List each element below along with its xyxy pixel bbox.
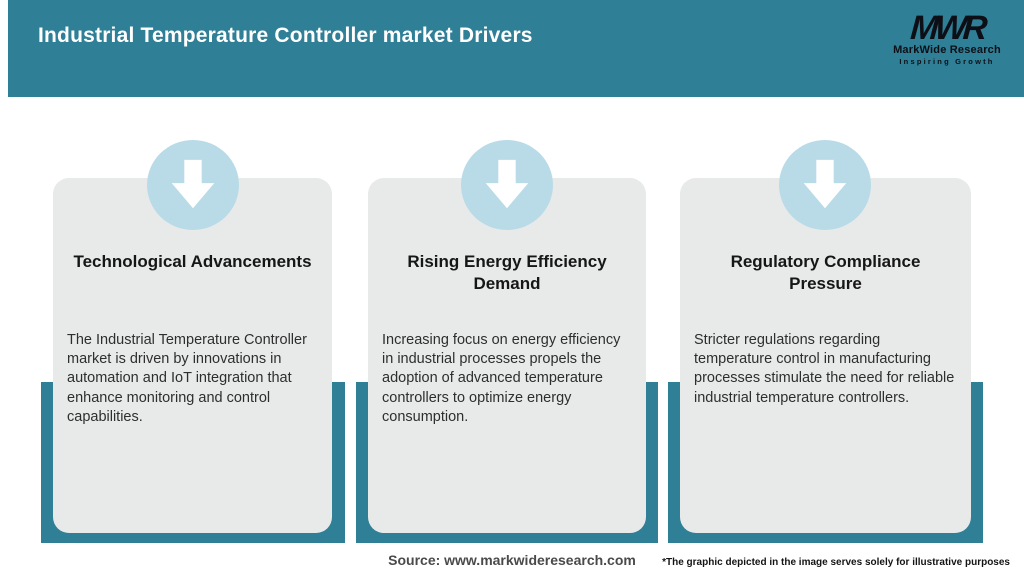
- card-title: Rising Energy Efficiency Demand: [407, 252, 607, 293]
- arrow-down-icon: [779, 140, 871, 230]
- source-caption: Source: www.markwideresearch.com: [388, 552, 636, 568]
- logo-name: MarkWide Research: [893, 44, 1001, 56]
- card-title: Regulatory Compliance Pressure: [730, 252, 921, 293]
- driver-card: Technological Advancements The Industria…: [53, 178, 332, 533]
- disclaimer-note: *The graphic depicted in the image serve…: [662, 557, 1010, 568]
- card-body: Increasing focus on energy efficiency in…: [382, 332, 621, 425]
- arrow-down-icon: [147, 140, 239, 230]
- logo-mwr-mark: MWR: [909, 9, 985, 47]
- arrow-down-icon: [461, 140, 553, 230]
- card-body: Stricter regulations regarding temperatu…: [694, 332, 955, 406]
- page-title: Industrial Temperature Controller market…: [38, 24, 533, 47]
- card-title: Technological Advancements: [73, 252, 312, 271]
- header-bar: Industrial Temperature Controller market…: [8, 0, 1024, 97]
- card-body: The Industrial Temperature Controller ma…: [67, 332, 307, 425]
- driver-card: Rising Energy Efficiency Demand Increasi…: [368, 178, 646, 533]
- driver-card: Regulatory Compliance Pressure Stricter …: [680, 178, 971, 533]
- logo-tagline: Inspiring Growth: [899, 57, 995, 66]
- markwide-logo: MWR MarkWide Research Inspiring Growth: [882, 9, 1012, 66]
